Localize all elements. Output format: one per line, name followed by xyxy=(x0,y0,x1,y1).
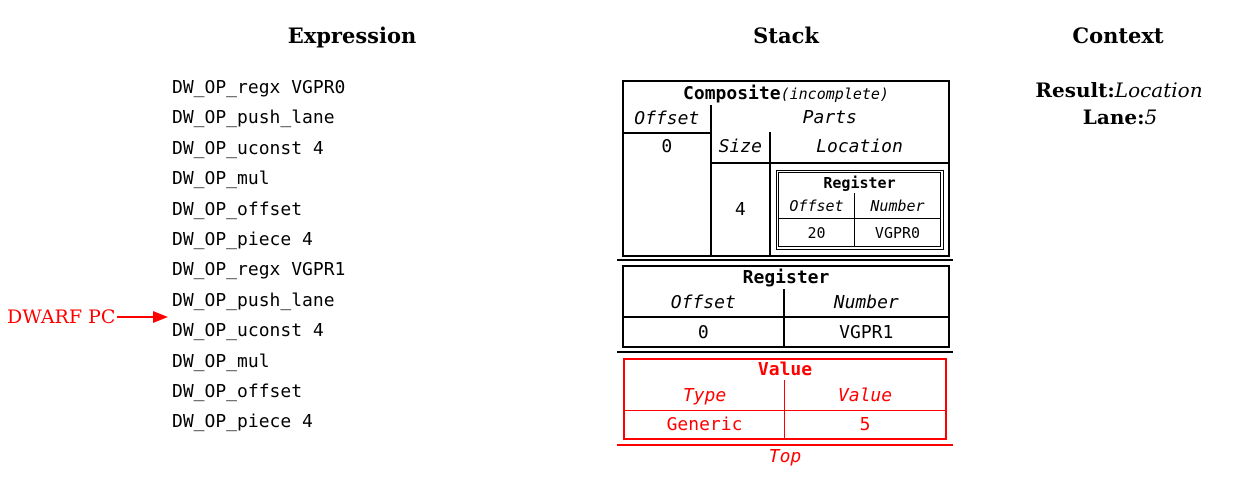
stack-entry-value-table: Value Type Value Generic 5 xyxy=(623,358,947,440)
nested-register-offset-value: 20 xyxy=(779,219,855,246)
expression-op: DW_OP_regx VGPR0 xyxy=(172,77,346,98)
value-value-row: Generic 5 xyxy=(625,411,945,438)
register-value-row: 0 VGPR1 xyxy=(624,318,948,346)
register-number-header: Number xyxy=(833,292,899,313)
stack-entry-composite-table: Composite(incomplete) Offset 0 Parts Siz… xyxy=(622,80,950,257)
expression-op: DW_OP_piece 4 xyxy=(172,411,313,433)
expression-op: DW_OP_regx VGPR1 xyxy=(172,259,346,281)
nested-register-number-header: Number xyxy=(870,196,925,215)
composite-title: Composite xyxy=(683,83,781,104)
nested-register-header-row: Offset Number xyxy=(779,193,940,219)
expression-op: DW_OP_piece 4 xyxy=(172,228,313,250)
stack-entry-register-table: Register Offset Number 0 VGPR1 xyxy=(622,265,950,348)
dwarf-pc-marker: DWARF PC xyxy=(7,306,169,328)
composite-offset-header: Offset xyxy=(624,105,710,134)
context-result-line: Result:Location xyxy=(1035,78,1202,102)
expression-op: DW_OP_mul xyxy=(172,350,270,372)
value-value-value: 5 xyxy=(859,414,871,435)
stack-column-title: Stack xyxy=(753,23,819,48)
context-lane-label: Lane: xyxy=(1082,105,1145,129)
composite-size-header: Size xyxy=(718,136,762,157)
register-header-row: Offset Number xyxy=(624,289,948,318)
expression-op-list: DW_OP_regx VGPR0 DW_OP_push_lane DW_OP_u… xyxy=(172,73,345,438)
stack-slot-separator-top xyxy=(617,444,953,446)
dwarf-pc-arrow-shaft xyxy=(117,316,154,318)
stack-slot-separator xyxy=(617,351,953,353)
value-title: Value xyxy=(757,359,813,380)
stack-top-label: Top xyxy=(768,446,802,467)
expression-op: DW_OP_push_lane xyxy=(172,289,335,311)
composite-parts-header: Parts xyxy=(802,107,857,128)
composite-location-header: Location xyxy=(816,136,903,157)
value-type-header: Type xyxy=(625,380,785,410)
register-offset-header: Offset xyxy=(624,289,785,316)
right-arrow-icon xyxy=(153,311,169,323)
value-type-value: Generic xyxy=(625,411,785,438)
composite-title-row: Composite(incomplete) xyxy=(624,82,948,105)
register-offset-value: 0 xyxy=(624,318,785,346)
stack-slot-separator xyxy=(617,259,953,261)
register-title: Register xyxy=(742,267,830,288)
nested-register-offset-header: Offset xyxy=(779,193,855,218)
composite-incomplete-note: (incomplete) xyxy=(780,85,889,103)
value-value-header: Value xyxy=(837,384,893,406)
expression-op-pc-target: DW_OP_uconst 4 xyxy=(172,320,324,342)
context-result-value: Location xyxy=(1114,78,1203,102)
composite-column-divider xyxy=(709,105,712,255)
context-lane-line: Lane:5 xyxy=(1083,105,1157,129)
nested-register-number-value: VGPR0 xyxy=(874,223,921,242)
expression-op: DW_OP_mul xyxy=(172,168,270,190)
composite-offset-value: 0 xyxy=(661,136,673,157)
composite-part-size-value: 4 xyxy=(734,199,746,220)
nested-register-table-inner: Register Offset Number 20 VGPR0 xyxy=(778,172,941,247)
dwarf-pc-label: DWARF PC xyxy=(7,306,116,328)
composite-part-location-cell: Register Offset Number 20 VGPR0 xyxy=(771,164,948,255)
register-number-value: VGPR1 xyxy=(839,321,894,343)
expression-op: DW_OP_offset xyxy=(172,198,303,220)
value-header-row: Type Value xyxy=(625,380,945,411)
expression-op: DW_OP_offset xyxy=(172,380,303,402)
composite-size-location-divider xyxy=(769,132,771,255)
nested-register-table: Register Offset Number 20 VGPR0 xyxy=(775,169,944,250)
context-result-label: Result: xyxy=(1035,78,1115,102)
nested-register-title: Register xyxy=(823,174,896,192)
expression-op: DW_OP_uconst 4 xyxy=(172,137,324,159)
composite-header-rule xyxy=(711,162,948,164)
expression-op: DW_OP_push_lane xyxy=(172,107,335,129)
nested-register-value-row: 20 VGPR0 xyxy=(779,219,940,246)
context-column-title: Context xyxy=(1072,23,1164,48)
context-lane-value: 5 xyxy=(1144,105,1158,129)
expression-column-title: Expression xyxy=(287,23,417,48)
